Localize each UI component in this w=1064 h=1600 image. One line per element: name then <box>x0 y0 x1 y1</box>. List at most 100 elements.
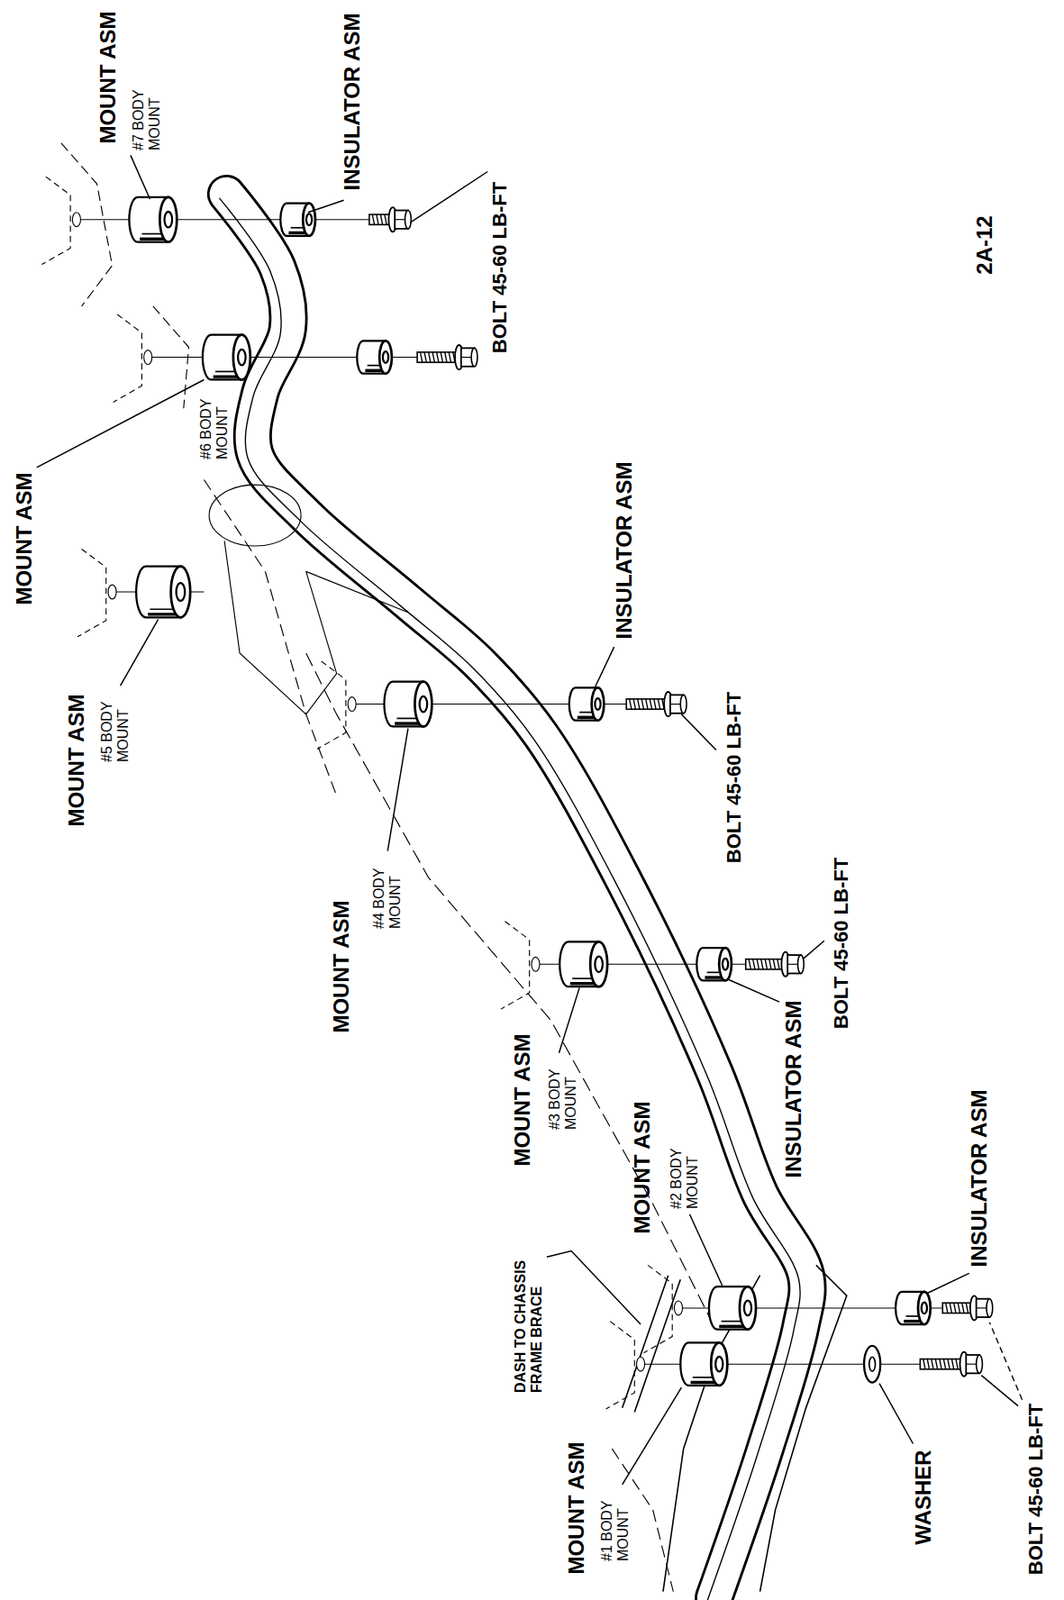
leader-line <box>36 379 205 467</box>
body-bracket <box>643 1264 673 1353</box>
insulator-face <box>379 340 392 373</box>
leader-line <box>387 728 409 852</box>
body-mount-hole <box>594 956 603 973</box>
leader-line <box>879 1383 913 1445</box>
part-name: INSULATOR ASM <box>339 13 364 191</box>
body-bracket <box>77 548 107 637</box>
body-mount-hole <box>237 349 246 365</box>
frame-rail-outline <box>226 193 808 1598</box>
bolt-thread <box>428 352 431 363</box>
body-mount-face <box>739 1286 756 1330</box>
bolt-thread <box>376 214 379 225</box>
leader-line <box>926 1273 970 1294</box>
insulator-face <box>718 947 732 981</box>
body-mount-face <box>710 1342 728 1386</box>
crossmember <box>209 484 301 546</box>
nut <box>72 212 81 228</box>
bolt-thread <box>772 959 775 970</box>
body-bracket <box>500 921 530 1010</box>
frame-front <box>760 1264 847 1592</box>
bolt-thread <box>436 352 439 363</box>
leader-line <box>689 1214 722 1286</box>
bolt-thread <box>633 699 636 710</box>
mount-number: #1 BODY MOUNT <box>599 1489 631 1562</box>
bolt-thread <box>957 1302 960 1313</box>
body-bracket <box>41 176 71 264</box>
leader-line <box>727 979 780 1002</box>
brace <box>622 1275 669 1409</box>
body-mount-face <box>414 682 432 728</box>
bolt-thread <box>949 1302 952 1313</box>
bolt-thread <box>769 959 772 970</box>
torque-spec: BOLT 45-60 LB-FT <box>1025 1403 1047 1575</box>
part-name: MOUNT ASM <box>510 1033 535 1166</box>
bolt-thread <box>637 699 640 710</box>
bolt-end <box>797 954 804 974</box>
leader-line <box>989 1322 1022 1401</box>
body-bracket <box>606 1321 636 1410</box>
part-name: INSULATOR ASM <box>782 1000 806 1179</box>
bolt-thread <box>923 1359 926 1370</box>
leader-line <box>594 646 615 688</box>
bolt-end <box>471 347 478 366</box>
part-name: MOUNT ASM <box>329 900 354 1034</box>
washer <box>863 1345 881 1383</box>
bolt-thread <box>943 1359 946 1370</box>
part-name: MOUNT ASM <box>12 472 37 605</box>
frame-front <box>663 1275 761 1592</box>
insulator-hole <box>722 958 728 971</box>
leader-line <box>120 619 159 687</box>
bolt-thread <box>420 352 423 363</box>
bolt-thread <box>955 1359 958 1370</box>
bolt-thread <box>649 699 652 710</box>
brace <box>634 1279 681 1412</box>
bolt-end <box>976 1355 983 1374</box>
body-mount-face <box>159 197 177 243</box>
part-name: MOUNT ASM <box>564 1441 589 1574</box>
leader-line <box>802 940 825 959</box>
bolt-end <box>405 210 412 229</box>
mount-number: #4 BODY MOUNT <box>372 856 404 929</box>
part-name: INSULATOR ASM <box>967 1089 992 1267</box>
leader-line <box>559 987 581 1053</box>
bolt-thread <box>654 699 656 710</box>
body-bracket <box>317 661 346 749</box>
bolt-thread <box>372 214 374 225</box>
leader-line <box>546 1250 641 1325</box>
torque-spec: BOLT 45-60 LB-FT <box>830 857 853 1029</box>
bolt-thread <box>939 1359 942 1370</box>
body-mount-hole <box>176 582 186 601</box>
bolt-thread <box>645 699 648 710</box>
torque-spec: BOLT 45-60 LB-FT <box>489 181 511 354</box>
leader-line <box>622 1387 683 1485</box>
bolt-thread <box>641 699 644 710</box>
bolt-thread <box>629 699 632 710</box>
body-mount-hole <box>715 1356 723 1373</box>
insulator-face <box>918 1291 931 1325</box>
leader-line <box>308 200 345 213</box>
bolt-thread <box>965 1302 968 1313</box>
torque-spec: BOLT 45-60 LB-FT <box>723 691 746 864</box>
body-mount-hole <box>419 696 428 712</box>
bolt-thread <box>945 1302 948 1313</box>
bolt-thread <box>445 352 447 363</box>
body-outline <box>306 653 715 1327</box>
bolt-thread <box>764 959 767 970</box>
leader-line <box>409 171 488 223</box>
part-name: WASHER <box>911 1450 936 1546</box>
insulator-face <box>591 687 605 720</box>
bolt-thread <box>927 1359 929 1370</box>
leader-line <box>981 1375 1019 1407</box>
bolt-thread <box>954 1302 956 1313</box>
bolt-thread <box>424 352 427 363</box>
insulator-hole <box>306 213 312 226</box>
body-mount-face <box>590 941 608 987</box>
nut <box>347 697 356 712</box>
bolt-thread <box>440 352 443 363</box>
part-name: MOUNT ASM <box>64 693 89 827</box>
bolt-thread <box>777 959 780 970</box>
body-outline <box>61 143 113 307</box>
body-mount-hole <box>744 1300 752 1317</box>
bolt-thread <box>753 959 755 970</box>
